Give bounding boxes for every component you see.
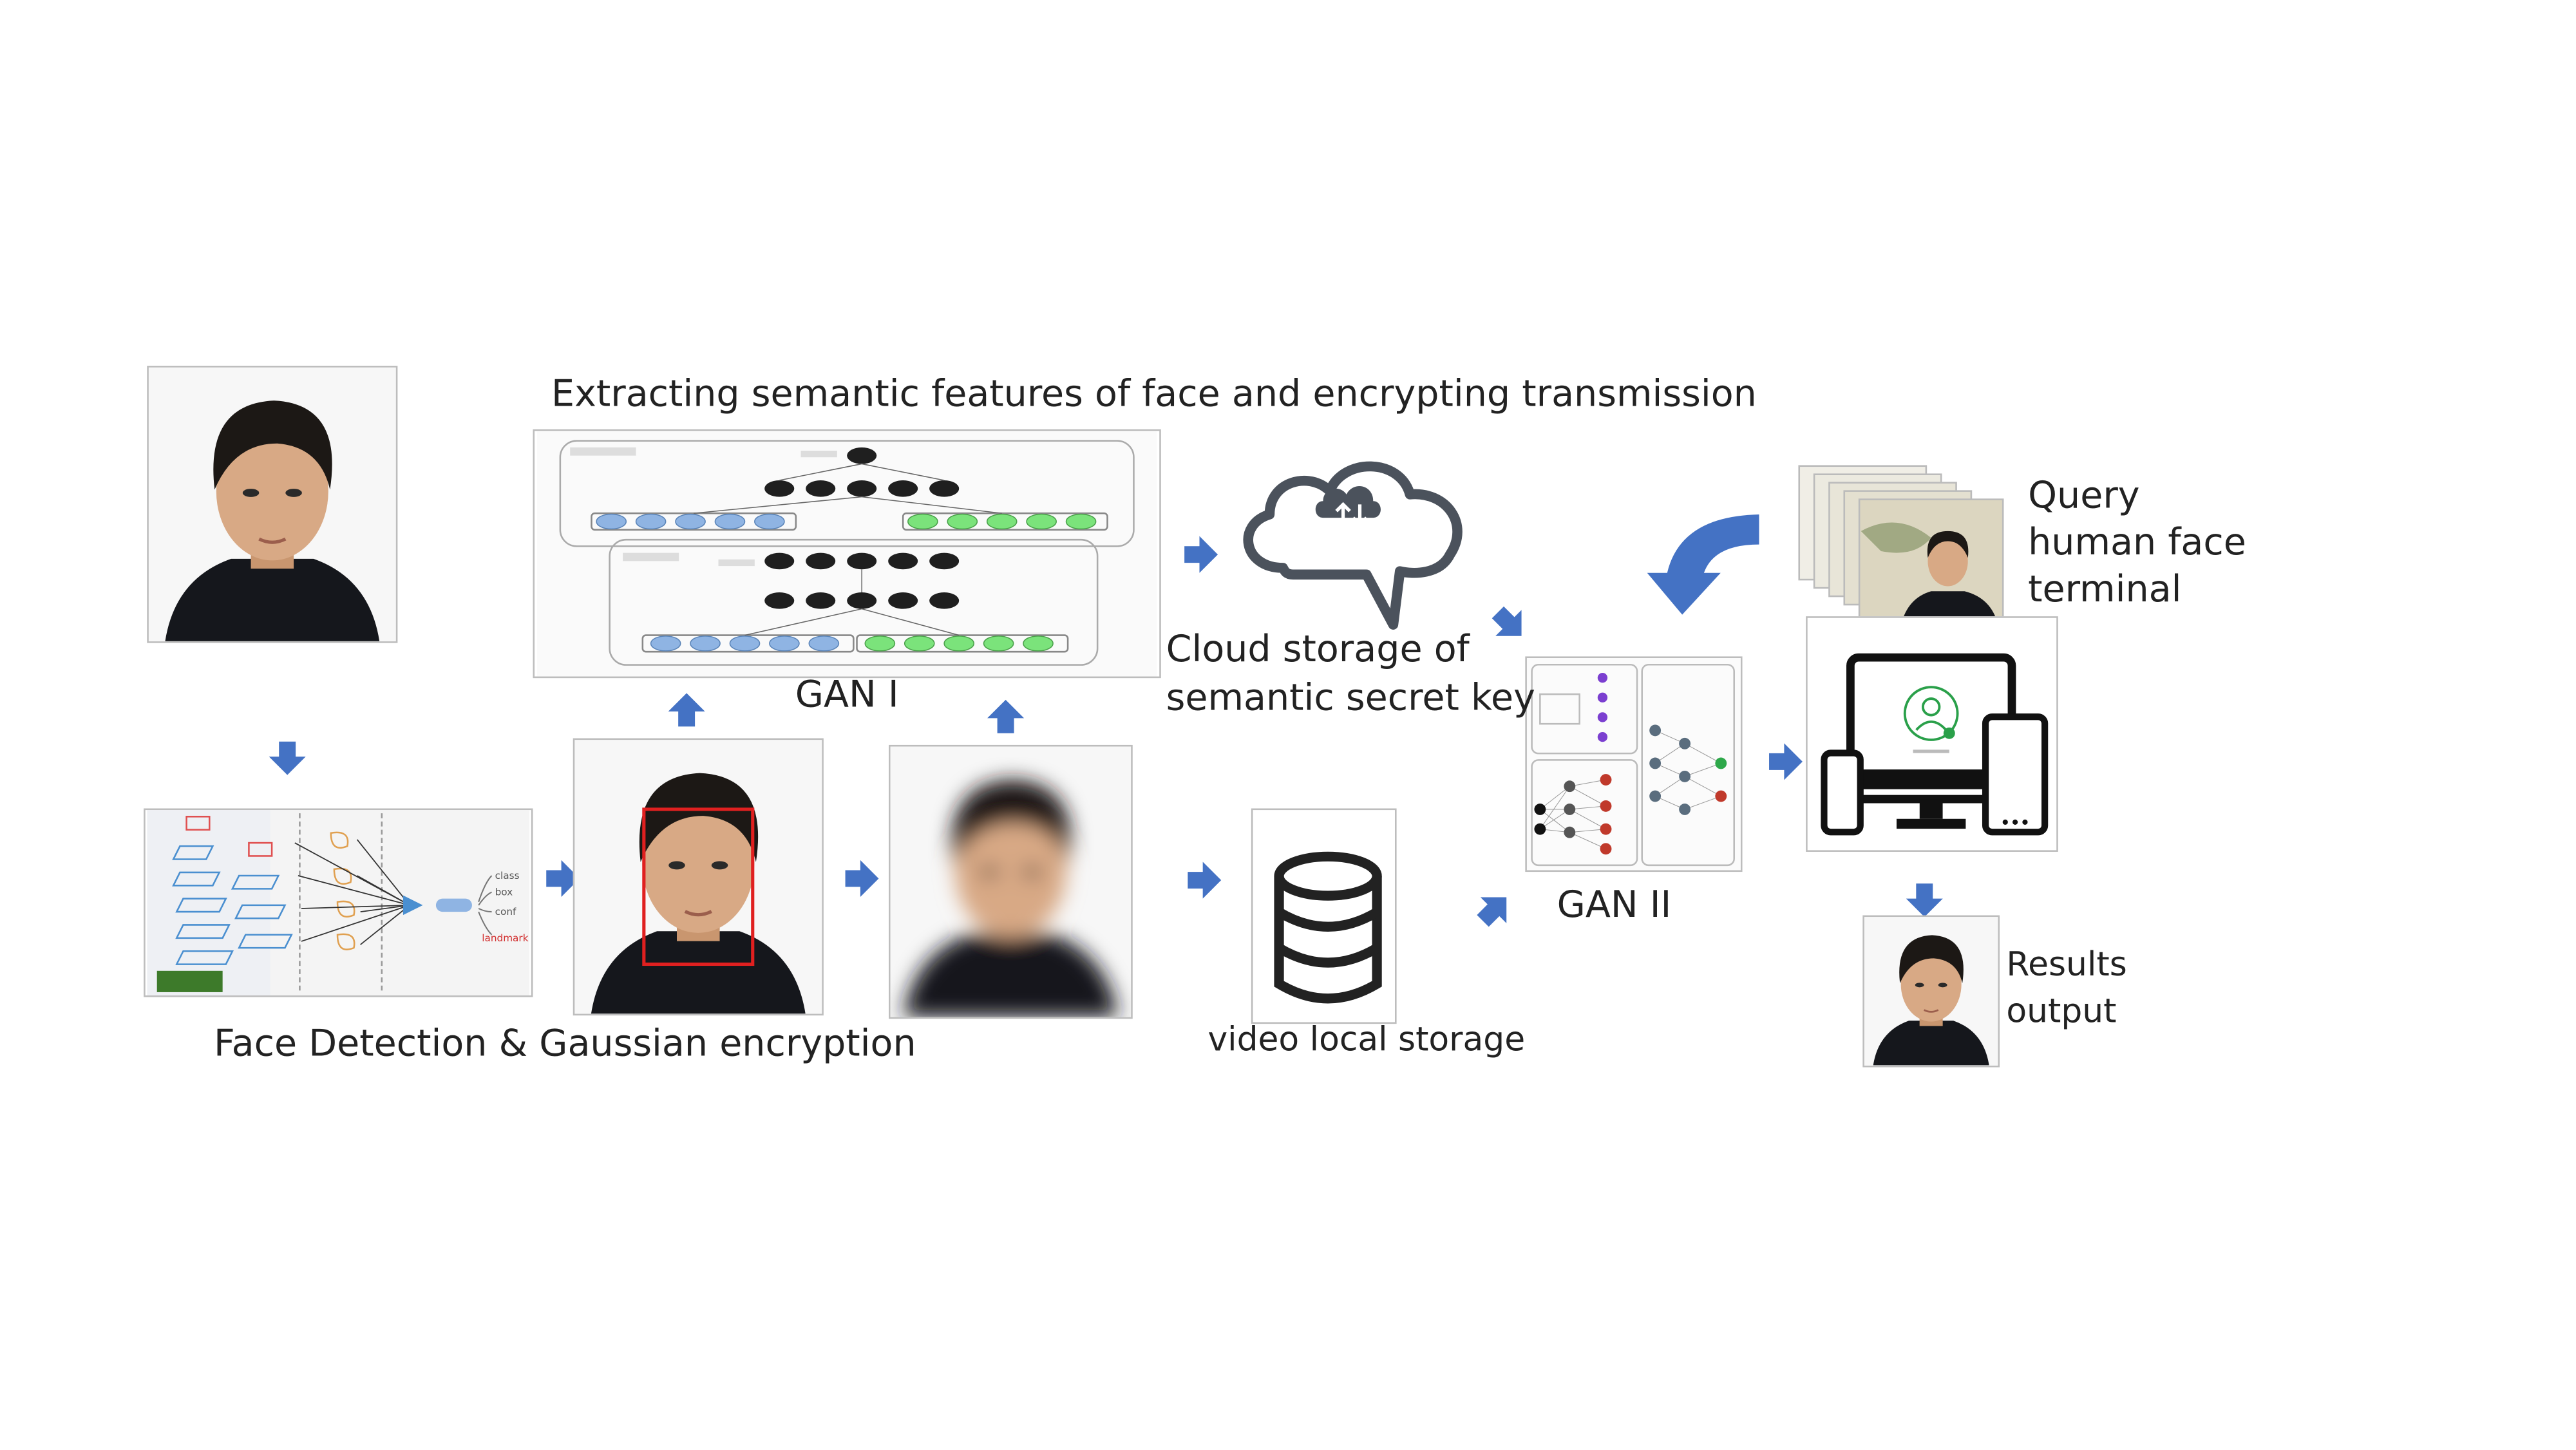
results-label-line2: output <box>2006 990 2117 1031</box>
detected-face-photo <box>573 738 824 1016</box>
results-label-line1: Results <box>2006 943 2127 984</box>
curved-arrow <box>1647 514 1759 615</box>
arrow-diag-down <box>1484 599 1535 649</box>
input-face-photo <box>147 366 398 643</box>
arrow-diag-up <box>1470 884 1520 934</box>
blurred-face-photo <box>889 744 1133 1019</box>
arrow-down-1 <box>269 741 306 775</box>
multi-device-icon <box>1806 616 2058 852</box>
arrow-right-3 <box>1184 536 1218 573</box>
cloud-label-line1: Cloud storage of <box>1166 629 1470 672</box>
cloud-label-line2: semantic secret key <box>1166 678 1535 720</box>
detection-network-diagram: class box conf landmark <box>144 808 533 997</box>
gan2-label: GAN II <box>1557 885 1672 927</box>
svg-text:conf: conf <box>495 906 516 918</box>
svg-text:class: class <box>495 870 520 881</box>
cloud-upload-icon <box>1243 461 1463 630</box>
gan2-network-diagram <box>1525 656 1743 872</box>
face-bounding-box <box>642 807 755 966</box>
query-label-line3: terminal <box>2028 569 2182 612</box>
gan1-label: GAN I <box>795 674 899 717</box>
query-face-stack <box>1797 464 2005 626</box>
svg-text:box: box <box>495 887 513 898</box>
local-storage-label: video local storage <box>1208 1019 1526 1059</box>
arrow-right-4 <box>1188 862 1222 899</box>
arrow-up-2 <box>987 699 1025 733</box>
query-label-line2: human face <box>2028 522 2246 565</box>
arrow-right-5 <box>1769 743 1803 780</box>
result-face-photo <box>1862 915 2000 1068</box>
arrow-down-2 <box>1906 883 1943 918</box>
svg-text:landmark: landmark <box>482 932 528 944</box>
top-title: Extracting semantic features of face and… <box>551 374 1757 416</box>
arrow-up-1 <box>668 693 705 727</box>
arrow-right-2 <box>845 860 879 897</box>
database-icon <box>1251 808 1397 1024</box>
detection-label: Face Detection & Gaussian encryption <box>214 1024 916 1066</box>
gan1-network-diagram <box>533 429 1161 679</box>
query-label-line1: Query <box>2028 476 2140 518</box>
